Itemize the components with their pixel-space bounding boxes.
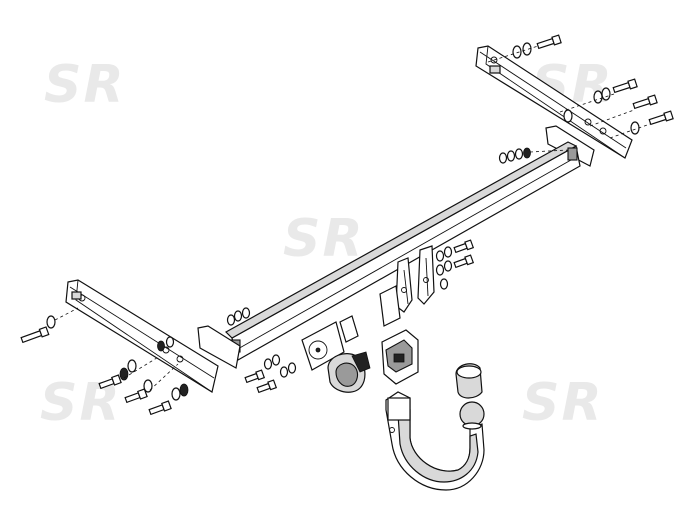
socket-plate bbox=[301, 315, 359, 371]
left-side-bracket bbox=[65, 279, 241, 393]
cross-beam bbox=[225, 141, 581, 361]
nuts bbox=[263, 354, 297, 378]
mounting-bolts bbox=[453, 239, 475, 269]
ball-mount bbox=[385, 391, 485, 491]
ball-cap bbox=[455, 363, 483, 399]
mounting-bolts bbox=[536, 34, 674, 126]
nuts bbox=[435, 246, 453, 290]
watermark-center: SR bbox=[283, 209, 365, 269]
washers bbox=[512, 42, 640, 135]
nuts bbox=[226, 147, 531, 326]
watermark-bottom-right: SR bbox=[522, 373, 604, 433]
watermark-top-left: SR bbox=[44, 55, 126, 115]
washers bbox=[46, 315, 189, 401]
electrical-socket bbox=[327, 351, 371, 393]
tow-ball bbox=[459, 401, 485, 430]
center-brackets bbox=[379, 245, 435, 327]
mounting-bolts bbox=[20, 326, 172, 416]
receiver-block bbox=[381, 329, 419, 385]
right-side-bracket bbox=[475, 45, 633, 167]
mounting-bolts bbox=[244, 369, 278, 394]
